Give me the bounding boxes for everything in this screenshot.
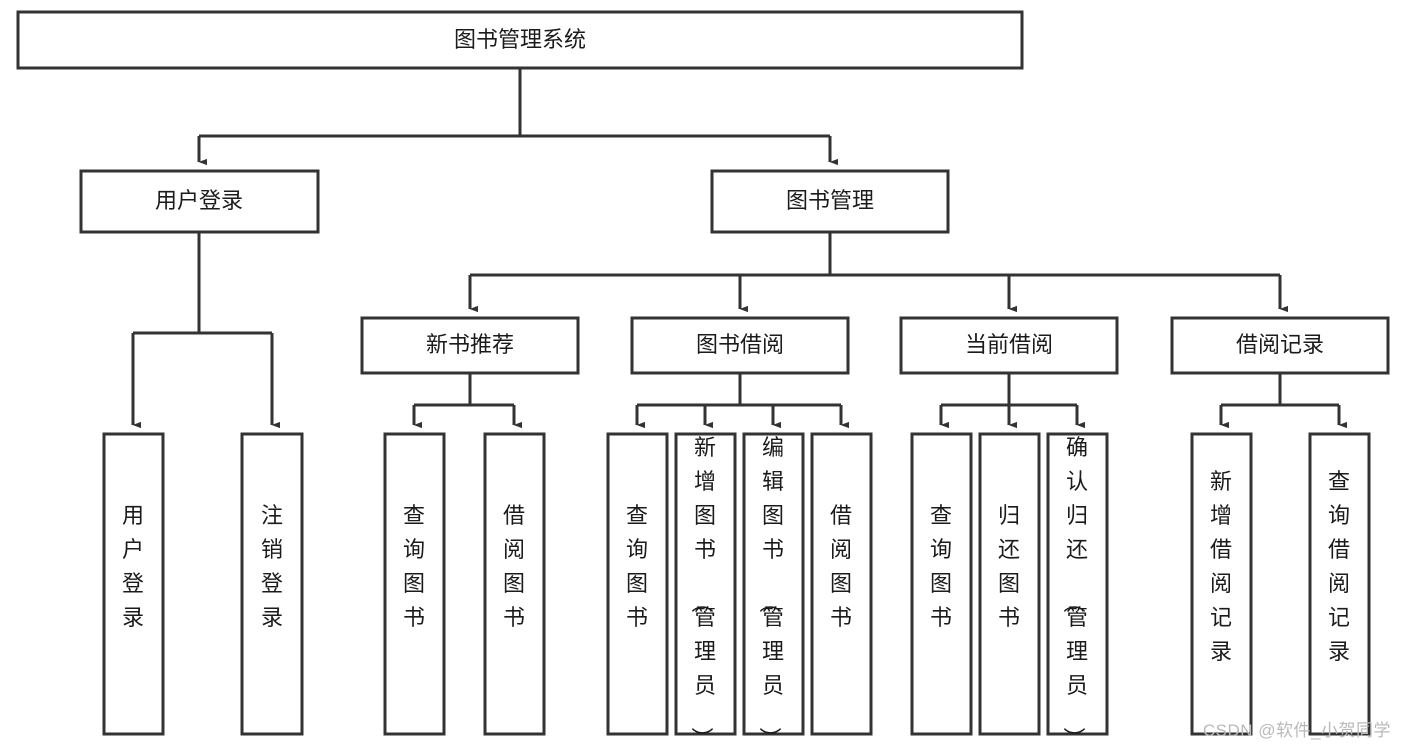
leaf-current-borrow-1[interactable]: 归还图书 bbox=[978, 432, 1041, 736]
leaf-book-borrow-1-label: 新增图书（管理员） bbox=[689, 435, 716, 747]
node-borrow-record-label: 借阅记录 bbox=[1236, 332, 1324, 357]
node-user-login[interactable]: 用户登录 bbox=[79, 169, 320, 234]
leaf-book-borrow-1[interactable]: 新增图书（管理员） bbox=[674, 432, 737, 747]
node-new-book-rec[interactable]: 新书推荐 bbox=[360, 316, 580, 375]
csdn-watermark: CSDN @软件_小贺同学 bbox=[1202, 721, 1391, 740]
node-current-borrow-label: 当前借阅 bbox=[965, 332, 1053, 357]
leaf-borrow-record-0[interactable]: 新增借阅记录 bbox=[1190, 432, 1253, 736]
leaf-new-book-rec-0-label: 查询图书 bbox=[403, 503, 425, 630]
node-root[interactable]: 图书管理系统 bbox=[16, 10, 1024, 70]
leaf-current-borrow-1-label: 归还图书 bbox=[998, 503, 1020, 630]
leaf-book-borrow-3[interactable]: 借阅图书 bbox=[810, 432, 873, 736]
node-current-borrow[interactable]: 当前借阅 bbox=[899, 316, 1119, 375]
leaf-book-borrow-0-label: 查询图书 bbox=[626, 503, 648, 630]
leaf-user-login-0[interactable]: 用户登录 bbox=[102, 432, 165, 736]
node-borrow-record[interactable]: 借阅记录 bbox=[1170, 316, 1390, 375]
node-book-manage-label: 图书管理 bbox=[786, 188, 874, 213]
node-root-label: 图书管理系统 bbox=[454, 27, 586, 52]
node-book-borrow-label: 图书借阅 bbox=[696, 332, 784, 357]
leaf-borrow-record-1[interactable]: 查询借阅记录 bbox=[1308, 432, 1371, 736]
leaf-user-login-0-label: 用户登录 bbox=[122, 503, 144, 630]
leaf-borrow-record-1-label: 查询借阅记录 bbox=[1328, 469, 1350, 664]
leaf-current-borrow-0[interactable]: 查询图书 bbox=[910, 432, 973, 736]
leaf-current-borrow-0-label: 查询图书 bbox=[930, 503, 952, 630]
leaf-book-borrow-2[interactable]: 编辑图书（管理员） bbox=[742, 432, 805, 747]
leaf-book-borrow-3-label: 借阅图书 bbox=[830, 503, 852, 630]
node-user-login-label: 用户登录 bbox=[155, 188, 243, 213]
node-new-book-rec-label: 新书推荐 bbox=[426, 332, 514, 357]
leaf-new-book-rec-0[interactable]: 查询图书 bbox=[383, 432, 446, 736]
leaf-book-borrow-0[interactable]: 查询图书 bbox=[606, 432, 669, 736]
node-book-borrow[interactable]: 图书借阅 bbox=[630, 316, 850, 375]
leaf-new-book-rec-1-label: 借阅图书 bbox=[503, 503, 525, 630]
edges-layer bbox=[131, 68, 1348, 429]
leaf-current-borrow-2[interactable]: 确认归还（管理员） bbox=[1046, 432, 1109, 747]
node-book-manage[interactable]: 图书管理 bbox=[710, 169, 950, 234]
leaf-borrow-record-0-label: 新增借阅记录 bbox=[1210, 469, 1232, 664]
leaf-user-login-1[interactable]: 注销登录 bbox=[240, 432, 304, 736]
leaf-current-borrow-2-label: 确认归还（管理员） bbox=[1061, 435, 1088, 747]
leaf-new-book-rec-1[interactable]: 借阅图书 bbox=[483, 432, 546, 736]
leaf-book-borrow-2-label: 编辑图书（管理员） bbox=[757, 435, 784, 747]
leaf-user-login-1-label: 注销登录 bbox=[261, 503, 283, 630]
